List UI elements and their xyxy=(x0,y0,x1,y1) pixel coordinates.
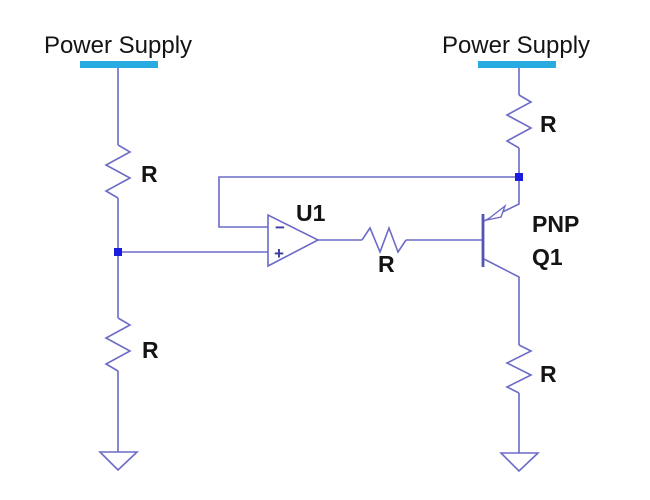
resistor-left-top-zigzag xyxy=(104,144,132,199)
resistor-left-bottom-zigzag xyxy=(104,317,132,372)
transistor-collector-wire xyxy=(483,258,520,345)
opamp-noninverting-sign: + xyxy=(274,244,284,263)
transistor-type-label: PNP xyxy=(532,211,579,237)
ground-symbol-left xyxy=(98,451,140,472)
resistor-left-bottom-label: R xyxy=(142,337,159,363)
opamp-ref-label: U1 xyxy=(296,200,326,226)
power-supply-left: Power Supply xyxy=(44,32,192,68)
resistor-right-bottom-label: R xyxy=(540,361,557,387)
transistor-q1: PNP Q1 xyxy=(481,181,579,345)
opamp-u1: − + U1 xyxy=(267,200,326,268)
opamp-inverting-sign: − xyxy=(275,218,285,237)
resistor-right-bottom-zigzag xyxy=(505,344,533,394)
junction-node-right xyxy=(515,173,523,181)
power-supply-right: Power Supply xyxy=(442,32,590,68)
resistor-right-top-label: R xyxy=(540,111,557,137)
power-supply-left-label: Power Supply xyxy=(44,32,192,59)
opamp-triangle xyxy=(267,213,320,268)
ground-symbol-right xyxy=(499,452,541,473)
resistor-base: R xyxy=(361,225,407,277)
power-supply-right-bar xyxy=(478,61,556,68)
resistor-base-zigzag xyxy=(361,225,407,255)
resistor-left-bottom: R xyxy=(104,317,159,372)
resistor-right-bottom: R xyxy=(505,344,557,394)
resistor-left-top: R xyxy=(104,144,158,199)
power-supply-left-bar xyxy=(80,61,158,68)
junction-node-left xyxy=(114,248,122,256)
resistor-left-top-label: R xyxy=(141,161,158,187)
wire-feedback xyxy=(218,176,515,228)
resistor-right-top-zigzag xyxy=(505,94,533,149)
transistor-emitter-arrow xyxy=(486,203,507,221)
transistor-ref-label: Q1 xyxy=(532,244,563,270)
power-supply-right-label: Power Supply xyxy=(442,32,590,59)
resistor-base-label: R xyxy=(378,251,395,277)
resistor-right-top: R xyxy=(505,94,557,149)
